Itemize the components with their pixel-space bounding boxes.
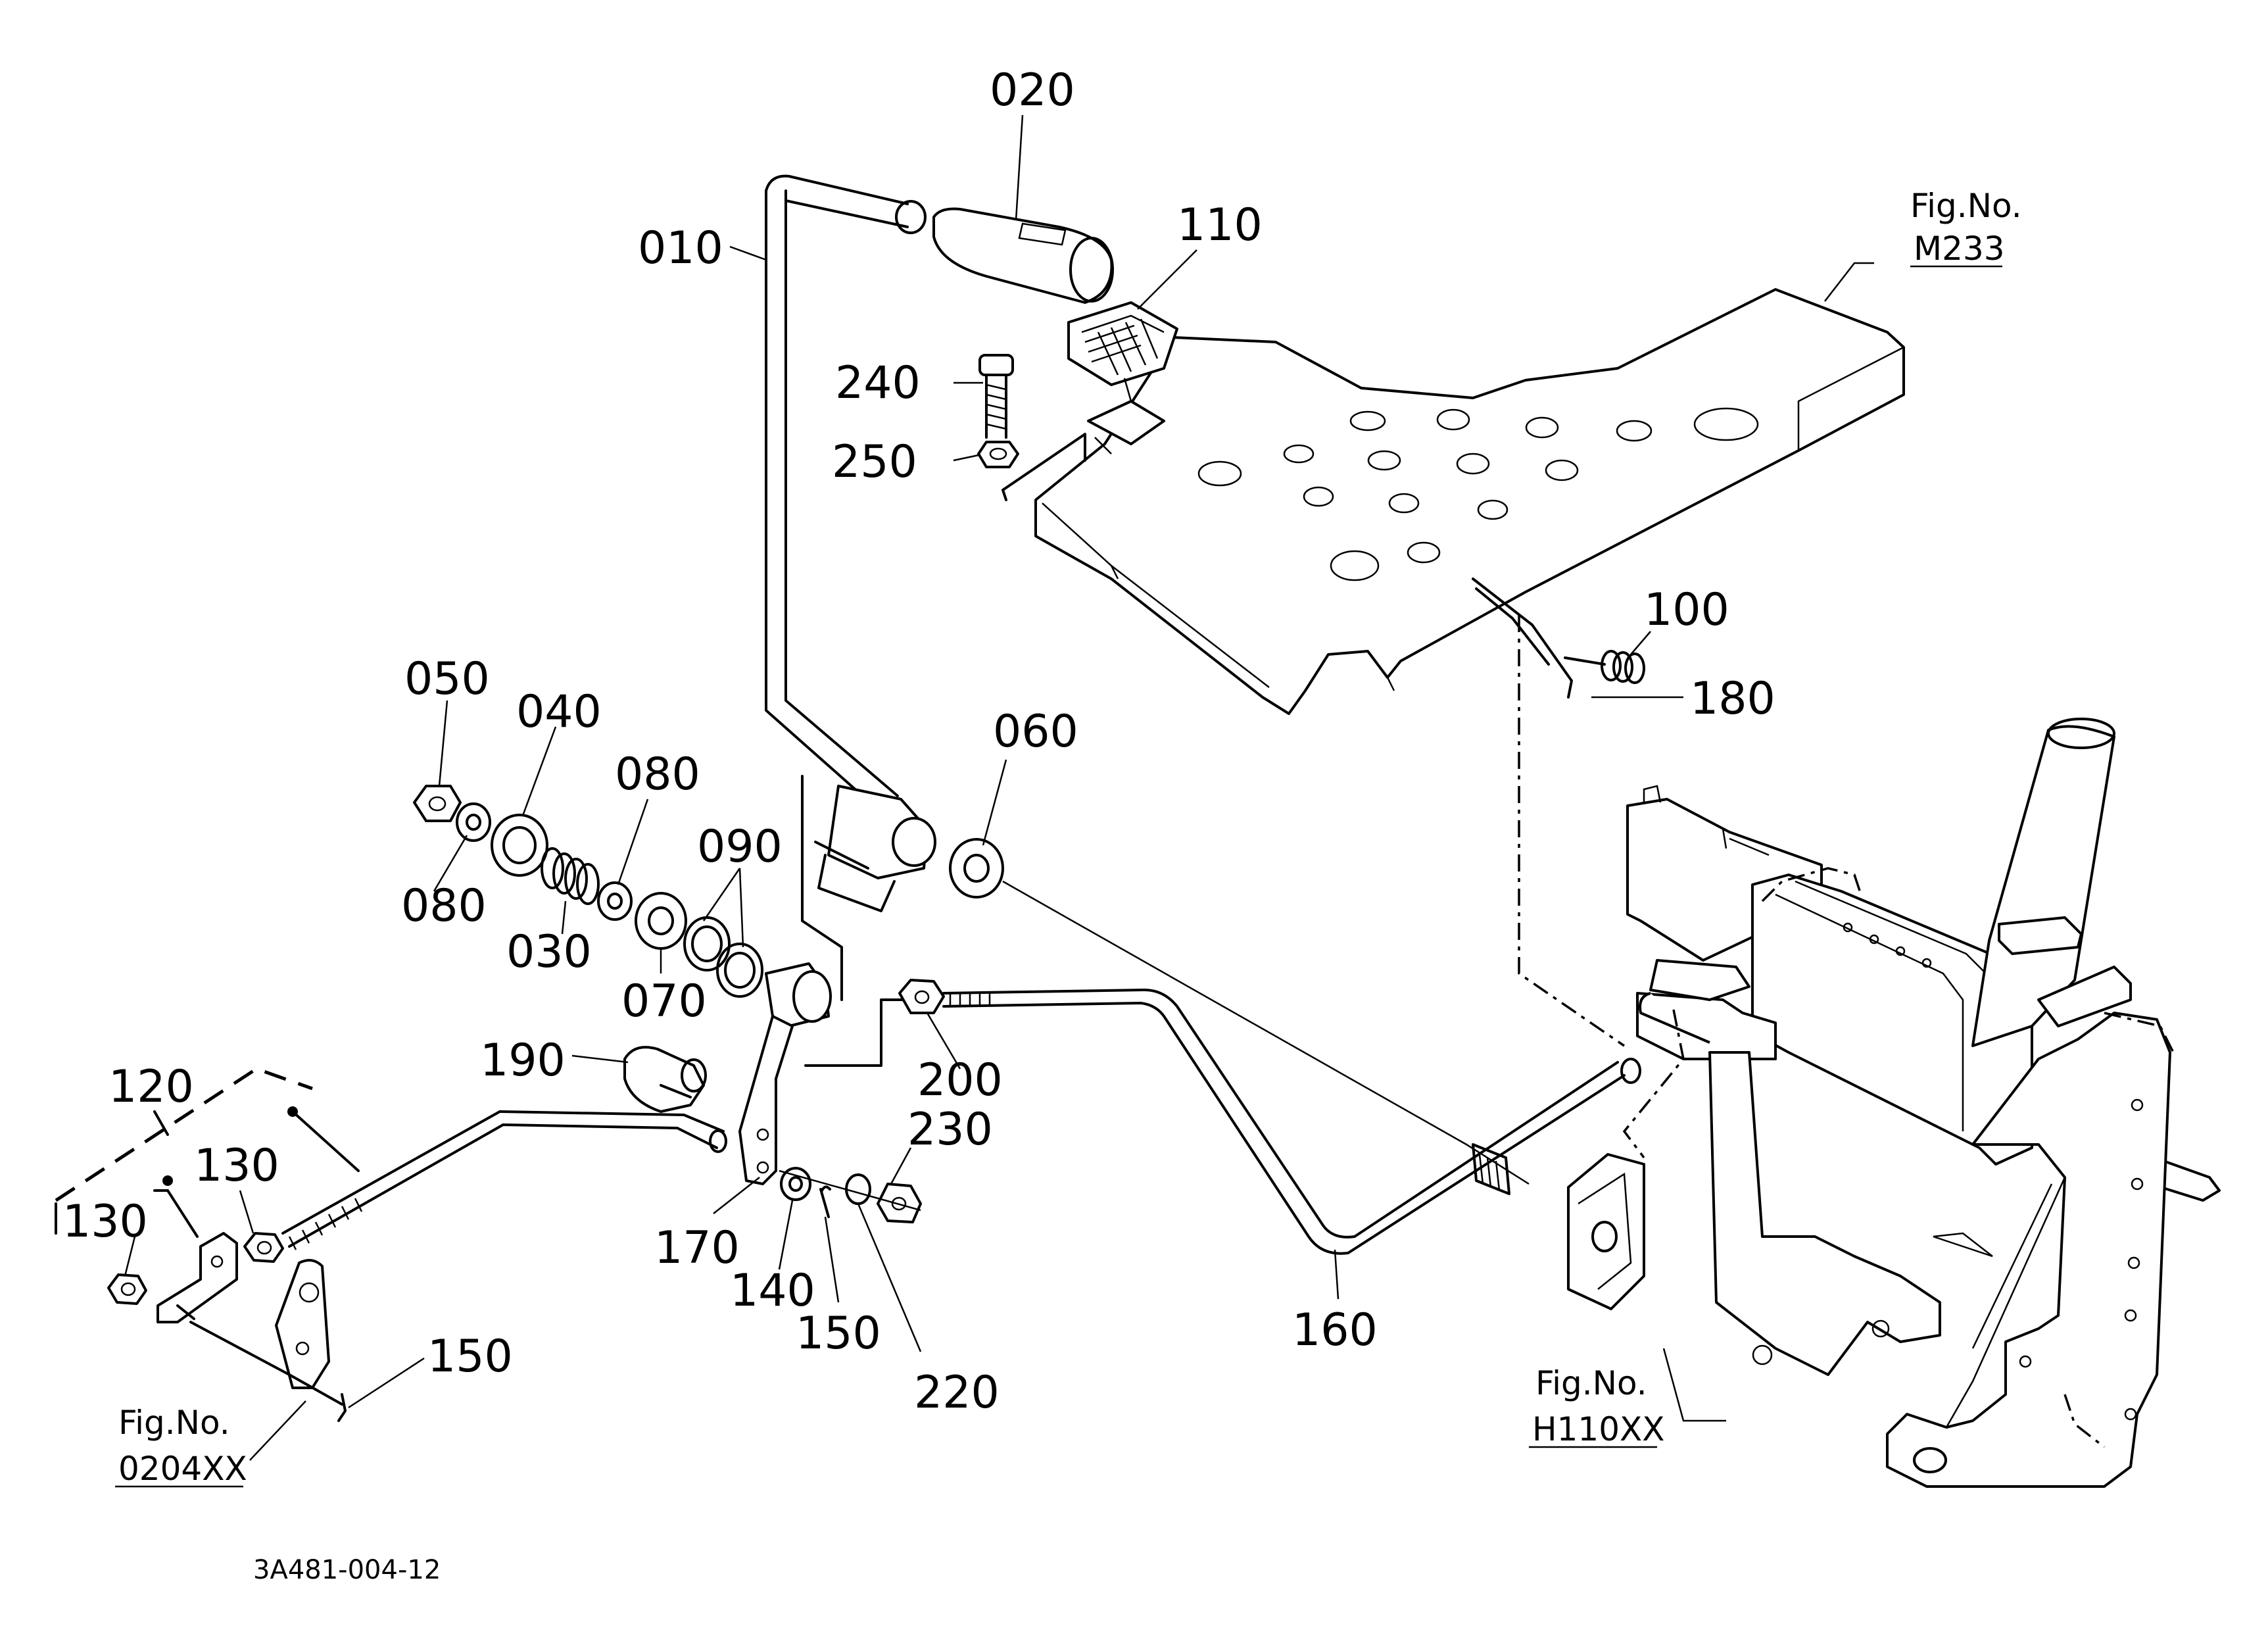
label-190: 170 xyxy=(654,1222,740,1274)
label-250: 250 xyxy=(832,436,917,488)
washers-090 xyxy=(683,916,763,998)
part-labels: 020 010 110 240 250 100 180 060 050 040 … xyxy=(62,64,1775,1419)
lever-pivot xyxy=(814,785,936,912)
washer-140 xyxy=(780,1167,811,1201)
label-130-right: 130 xyxy=(194,1140,279,1192)
label-100: 100 xyxy=(1644,584,1729,636)
label-200: 190 xyxy=(480,1035,566,1087)
washer-080-inner xyxy=(597,881,633,921)
lever-010 xyxy=(765,174,927,814)
floor-plate-holes xyxy=(1197,407,1759,581)
collar-040 xyxy=(491,814,548,877)
label-040: 040 xyxy=(516,686,602,738)
label-160: 150 xyxy=(427,1331,513,1383)
nut-130-left xyxy=(107,1273,147,1305)
pin-150 xyxy=(819,1185,831,1218)
fig-ref-m233-line2: M233 xyxy=(1914,230,2005,268)
bracket-120 xyxy=(157,1232,238,1323)
label-140: 140 xyxy=(730,1265,815,1317)
label-150: 150 xyxy=(796,1308,881,1360)
fig-ref-h110xx-line2: H110XX xyxy=(1532,1410,1665,1448)
label-060: 060 xyxy=(993,706,1078,758)
nut-130-right xyxy=(243,1232,284,1263)
leader-lines xyxy=(124,114,1874,1461)
label-010: 010 xyxy=(638,222,723,274)
joint-200 xyxy=(623,1046,707,1113)
label-180: 180 xyxy=(1690,673,1775,725)
label-240: 240 xyxy=(835,357,921,409)
label-110: 110 xyxy=(1177,199,1263,251)
nut-250 xyxy=(977,441,1019,468)
label-080-top: 080 xyxy=(615,749,700,800)
label-170: 160 xyxy=(1292,1304,1378,1356)
spring-100 xyxy=(1564,650,1645,684)
washer-080-outer xyxy=(456,802,491,842)
rod-120 xyxy=(281,1110,727,1250)
label-070: 070 xyxy=(621,975,707,1027)
arm-190 xyxy=(738,962,832,1185)
label-090: 090 xyxy=(697,821,783,873)
spring-030 xyxy=(541,847,600,905)
fig-ref-m233-line1: Fig.No. xyxy=(1910,187,2022,225)
label-120: 120 xyxy=(109,1061,194,1113)
label-020: 020 xyxy=(990,64,1075,116)
label-030: 030 xyxy=(506,926,592,978)
floor-plate xyxy=(1034,288,1905,715)
label-050: 050 xyxy=(404,653,490,705)
plate-0204xx xyxy=(189,1259,347,1422)
clip-220 xyxy=(845,1173,871,1205)
nut-230 xyxy=(877,1183,922,1223)
pedal-pad-110 xyxy=(1067,301,1178,455)
rod-170 xyxy=(898,979,1641,1255)
label-220: 220 xyxy=(914,1367,1000,1419)
label-210: 200 xyxy=(917,1054,1003,1106)
label-130-left: 130 xyxy=(62,1196,148,1248)
washer-070 xyxy=(635,892,687,950)
grip-020 xyxy=(932,207,1114,304)
fig-ref-0204xx-line1: Fig.No. xyxy=(118,1404,230,1442)
fig-ref-0204xx-line2: 0204XX xyxy=(118,1450,247,1488)
label-230: 230 xyxy=(907,1104,993,1156)
nut-050 xyxy=(413,785,462,822)
fig-ref-h110xx-line1: Fig.No. xyxy=(1535,1364,1647,1402)
bolt-240 xyxy=(978,354,1014,439)
label-080-left: 080 xyxy=(401,880,487,932)
washer-060 xyxy=(949,838,1004,898)
group-120-bracket xyxy=(55,1067,313,1202)
housing-h110xx xyxy=(1472,718,2221,1488)
drawing-number: 3A481-004-12 xyxy=(253,1555,441,1585)
figure-references: Fig.No. M233 Fig.No. H110XX Fig.No. 0204… xyxy=(115,187,2022,1488)
